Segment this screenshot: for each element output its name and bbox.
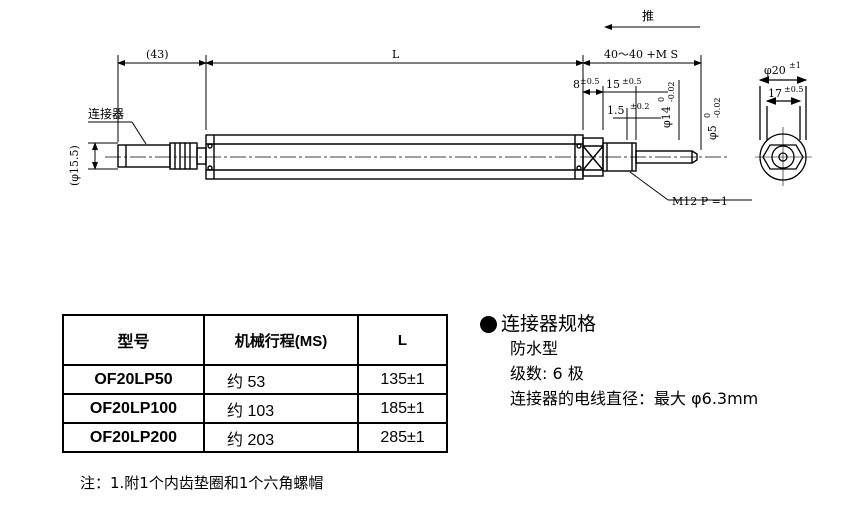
dim-15: 15 bbox=[606, 78, 620, 91]
cell-stroke: 约 203 bbox=[203, 422, 359, 453]
connector-spec-title-text: 连接器规格 bbox=[501, 313, 597, 335]
technical-drawing: 推 (43) L 40～40 +M S 8 ±0.5 15 ±0.5 1.5 ±… bbox=[68, 9, 812, 208]
cell-stroke: 约 103 bbox=[203, 393, 359, 424]
dim-phi5: φ5 bbox=[706, 125, 719, 140]
tol-1-5: ±0.2 bbox=[630, 102, 649, 111]
header-stroke: 机械行程(MS) bbox=[203, 314, 359, 366]
cell-model: OF20LP100 bbox=[62, 393, 205, 424]
end-view bbox=[755, 76, 812, 186]
cell-stroke: 约 53 bbox=[203, 364, 359, 395]
connector-spec-line: 连接器的电线直径：最大 φ6.3mm bbox=[510, 389, 759, 408]
tol-17: ±0.5 bbox=[784, 85, 803, 94]
push-label: 推 bbox=[642, 9, 654, 23]
cell-L: 135±1 bbox=[357, 364, 448, 395]
table-row: OF20LP50 约 53 135±1 bbox=[62, 364, 448, 395]
dim-stroke: 40～40 +M S bbox=[604, 48, 678, 61]
connector-spec-title: 连接器规格 bbox=[480, 312, 758, 336]
dim-phi14: φ14 bbox=[660, 106, 673, 128]
bullet-icon bbox=[480, 315, 497, 333]
table-header-row: 型号 机械行程(MS) L bbox=[62, 314, 448, 366]
tol-phi14-lower: -0.02 bbox=[667, 81, 676, 102]
cell-L: 285±1 bbox=[357, 422, 448, 453]
thread-label: M12 P =1 bbox=[672, 195, 728, 208]
header-model: 型号 bbox=[62, 314, 205, 366]
tol-15: ±0.5 bbox=[622, 77, 641, 86]
cell-model: OF20LP200 bbox=[62, 422, 205, 453]
tol-8: ±0.5 bbox=[580, 77, 599, 86]
tol-phi5-lower: -0.02 bbox=[713, 97, 722, 118]
table-row: OF20LP100 约 103 185±1 bbox=[62, 393, 448, 424]
dim-43: (43) bbox=[146, 48, 169, 61]
header-L: L bbox=[357, 314, 448, 366]
end-dimensions bbox=[582, 80, 702, 140]
cell-model: OF20LP50 bbox=[62, 364, 205, 395]
dim-1-5: 1.5 bbox=[607, 104, 625, 117]
tol-phi5-upper: 0 bbox=[703, 113, 712, 118]
dim-phi15-5: (φ15.5) bbox=[68, 145, 81, 186]
connector-label: 连接器 bbox=[88, 106, 124, 121]
connector-spec: 连接器规格 防水型 级数: 6 极 连接器的电线直径：最大 φ6.3mm bbox=[480, 312, 758, 411]
footnote: 注：1.附1个内齿垫圈和1个六角螺帽 bbox=[80, 474, 324, 492]
connector-spec-line: 防水型 bbox=[510, 339, 559, 358]
table-row: OF20LP200 约 203 285±1 bbox=[62, 422, 448, 453]
push-direction-arrow: 推 bbox=[604, 9, 700, 30]
dim-phi20: φ20 bbox=[764, 64, 786, 77]
dim-L: L bbox=[392, 48, 400, 61]
model-spec-table: 型号 机械行程(MS) L OF20LP50 约 53 135±1 OF20LP… bbox=[62, 314, 448, 453]
tol-phi20: ±1 bbox=[789, 61, 801, 70]
cell-L: 185±1 bbox=[357, 393, 448, 424]
dim-17: 17 bbox=[768, 87, 782, 100]
tol-phi14-upper: 0 bbox=[657, 97, 666, 102]
dim-8: 8 bbox=[573, 78, 580, 91]
connector-spec-line: 级数: 6 极 bbox=[510, 364, 584, 383]
